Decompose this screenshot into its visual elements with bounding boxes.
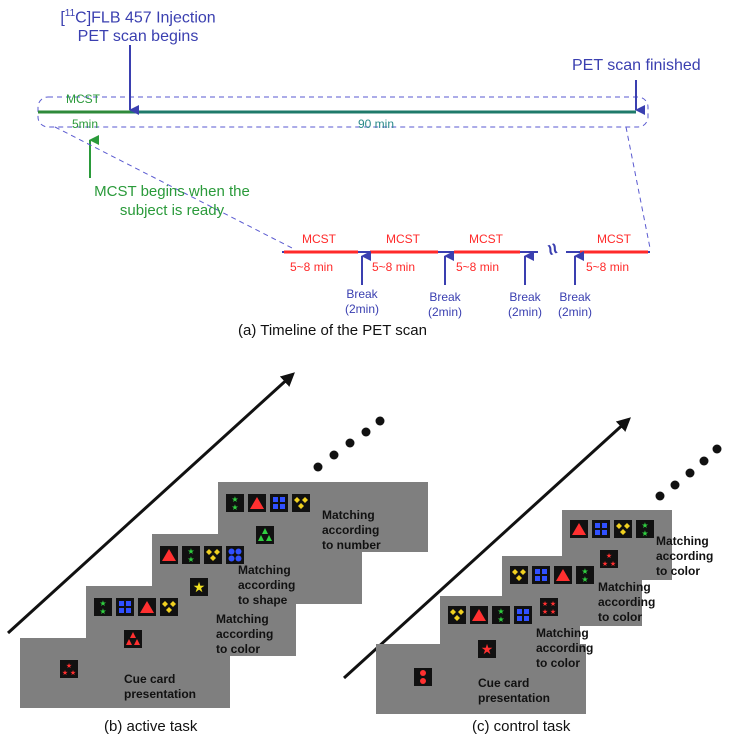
choice-card: ★★ — [636, 520, 654, 538]
svg-text:★: ★ — [641, 529, 648, 538]
cue-card — [414, 668, 432, 686]
svg-text:★: ★ — [497, 607, 504, 616]
isotope-superscript: 11 — [64, 8, 76, 19]
svg-text:★: ★ — [66, 662, 72, 670]
choice-card: ★★ — [576, 566, 594, 584]
choice-card — [160, 546, 178, 564]
choice-card — [570, 520, 588, 538]
choice-card — [204, 546, 222, 564]
svg-text:★: ★ — [606, 552, 612, 560]
break-label: Break(2min) — [557, 290, 592, 319]
choice-card: ★★ — [492, 606, 510, 624]
svg-text:★: ★ — [542, 608, 548, 616]
choice-card — [592, 520, 610, 538]
choice-card — [292, 494, 310, 512]
svg-text:★: ★ — [193, 579, 206, 595]
svg-text:★: ★ — [187, 547, 194, 556]
choice-card: ★★ — [182, 546, 200, 564]
mcst-duration-label: 5~8 min — [372, 260, 416, 274]
svg-text:★: ★ — [610, 560, 616, 568]
svg-text:★: ★ — [231, 495, 238, 504]
control-progress-arrow — [342, 417, 631, 680]
mcst-block-label: MCST — [597, 232, 631, 246]
pet-finished-label: PET scan finished — [572, 57, 701, 74]
zoom-line-right — [625, 126, 651, 249]
svg-text:★: ★ — [550, 600, 556, 608]
mcst-duration-label: 5~8 min — [456, 260, 500, 274]
stimulus-card — [124, 630, 142, 648]
choice-card — [510, 566, 528, 584]
choice-card — [614, 520, 632, 538]
mcst-block-label: MCST — [302, 232, 336, 246]
control-continuation-dots — [655, 444, 722, 501]
stimulus-card: ★★★ — [600, 550, 618, 568]
svg-text:★: ★ — [497, 615, 504, 624]
mcst-block-label: MCST — [386, 232, 420, 246]
svg-text:★: ★ — [641, 521, 648, 530]
choice-card: ★★ — [226, 494, 244, 512]
choice-card — [532, 566, 550, 584]
caption-control-task: (c) control task — [472, 718, 571, 735]
choice-card — [514, 606, 532, 624]
break-label: Break(2min) — [344, 287, 379, 316]
injection-label: [11C]FLB 457 Injection PET scan begins — [60, 8, 216, 46]
mcst-duration-label: 5~8 min — [586, 260, 630, 274]
break-label: Break(2min) — [507, 290, 542, 319]
mcst-block-label: MCST — [469, 232, 503, 246]
choice-card: ★★ — [94, 598, 112, 616]
duration-90min-label: 90 min — [358, 117, 395, 131]
stimulus-card — [256, 526, 274, 544]
caption-timeline: (a) Timeline of the PET scan — [238, 322, 427, 339]
svg-text:★: ★ — [62, 669, 68, 677]
svg-text:★: ★ — [99, 607, 106, 616]
duration-5min-label: 5min — [72, 117, 99, 131]
stimulus-card: ★ — [478, 640, 496, 658]
break-label: Break(2min) — [427, 290, 462, 319]
choice-card — [270, 494, 288, 512]
active-continuation-dots — [313, 416, 385, 472]
svg-text:★: ★ — [99, 599, 106, 608]
svg-text:★: ★ — [581, 567, 588, 576]
svg-text:★: ★ — [542, 600, 548, 608]
svg-text:★: ★ — [231, 503, 238, 512]
stimulus-card: ★★★★ — [540, 598, 558, 616]
caption-active-task: (b) active task — [104, 718, 198, 735]
choice-card — [448, 606, 466, 624]
stimulus-card: ★ — [190, 578, 208, 596]
choice-card — [248, 494, 266, 512]
choice-card — [554, 566, 572, 584]
choice-card — [226, 546, 244, 564]
svg-text:★: ★ — [187, 555, 194, 564]
svg-text:★: ★ — [481, 641, 494, 657]
choice-card — [470, 606, 488, 624]
choice-card — [116, 598, 134, 616]
svg-text:★: ★ — [550, 608, 556, 616]
svg-text:★: ★ — [602, 560, 608, 568]
active-progress-arrow — [6, 372, 295, 635]
svg-text:★: ★ — [70, 669, 76, 677]
choice-card — [138, 598, 156, 616]
choice-card — [160, 598, 178, 616]
mcst-top-label: MCST — [66, 92, 100, 106]
cue-card: ★★★ — [60, 660, 78, 678]
svg-text:★: ★ — [581, 575, 588, 584]
pet-scan-begins-label: PET scan begins — [77, 28, 199, 46]
mcst-duration-label: 5~8 min — [290, 260, 334, 274]
